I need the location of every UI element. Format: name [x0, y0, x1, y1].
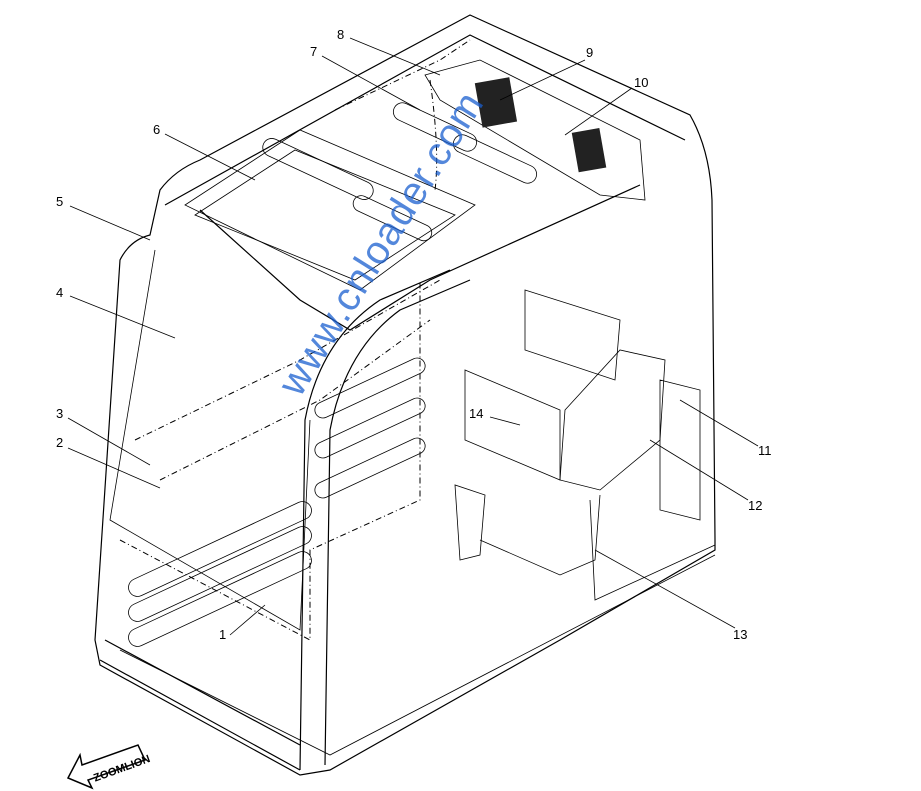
- cab-frame: [94, 14, 716, 776]
- callout-12: 12: [748, 498, 763, 513]
- wiring-harness: [119, 39, 471, 647]
- zoomlion-logo-arrow: ZOOMLION: [66, 744, 152, 790]
- leader-lines: [67, 37, 759, 636]
- callout-6: 6: [153, 122, 161, 137]
- callout-9: 9: [586, 45, 594, 60]
- callout-14: 14: [469, 406, 484, 421]
- callout-1: 1: [219, 627, 227, 642]
- callout-11: 11: [758, 443, 772, 458]
- callout-5: 5: [56, 194, 64, 209]
- callout-2: 2: [56, 435, 64, 450]
- callout-13: 13: [733, 627, 748, 642]
- callout-10: 10: [634, 75, 649, 90]
- callout-4: 4: [56, 285, 64, 300]
- callout-3: 3: [56, 406, 64, 421]
- callout-7: 7: [310, 44, 318, 59]
- callout-8: 8: [337, 27, 345, 42]
